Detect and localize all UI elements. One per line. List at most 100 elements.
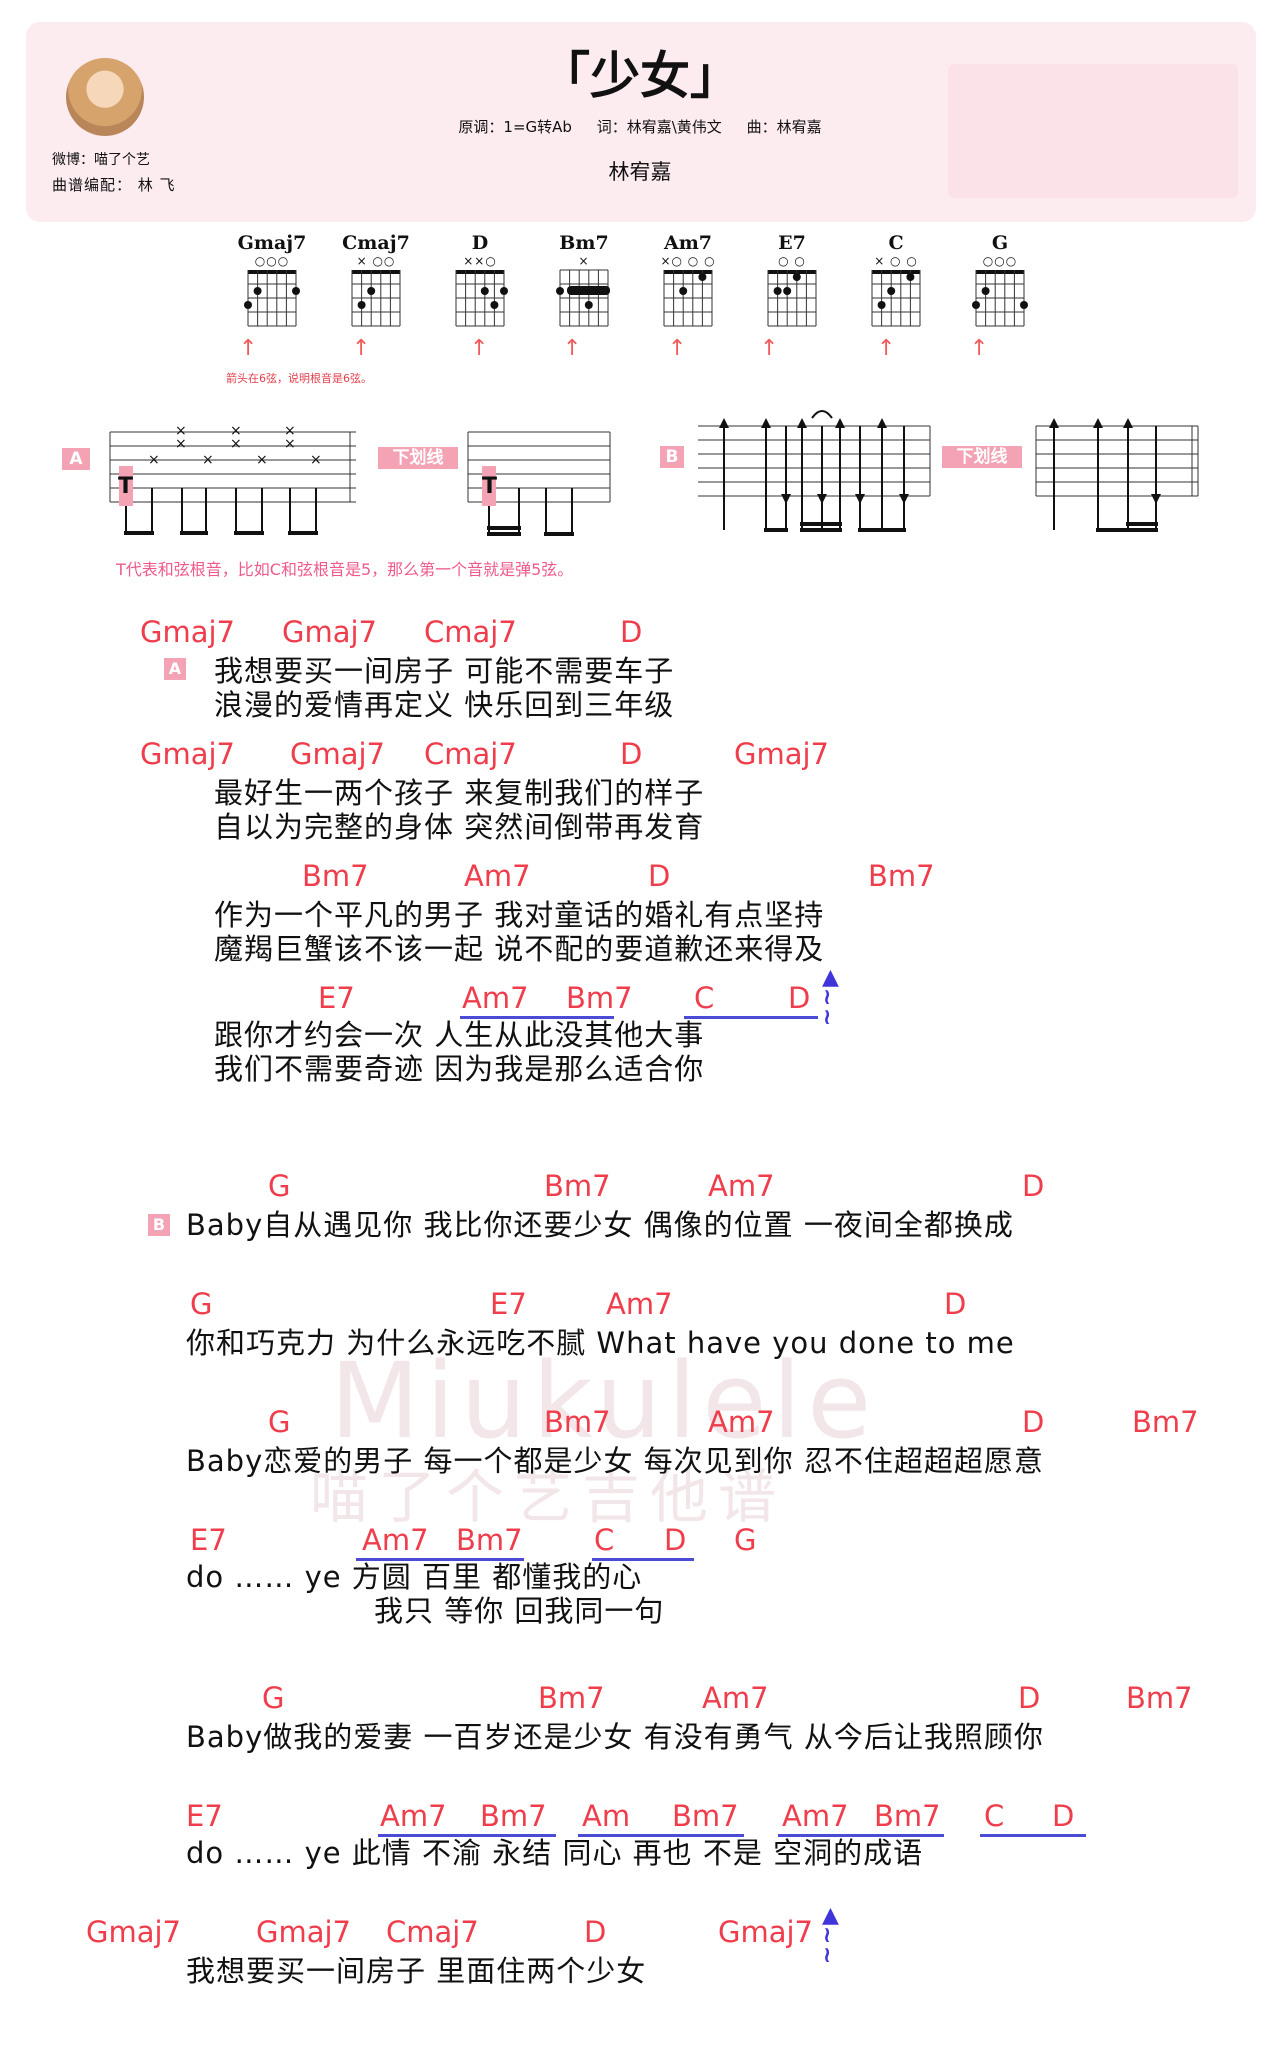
lyric-line: Baby做我的爱妻 一百岁还是少女 有没有勇气 从今后让我照顾你 bbox=[186, 1720, 1044, 1754]
roll-arrow-icon: ≀ bbox=[823, 985, 832, 1010]
chord-label: Am7 bbox=[462, 981, 529, 1015]
song-meta: 原调：1=G转Ab 词：林宥嘉\黄伟文 曲：林宥嘉 bbox=[0, 116, 1280, 137]
chord-label: C bbox=[984, 1799, 1005, 1833]
chord-label: Bm7 bbox=[538, 1681, 605, 1715]
chord-label: Gmaj7 bbox=[282, 615, 378, 649]
chord-open-marks: × bbox=[578, 254, 590, 268]
chord-underline bbox=[778, 1834, 944, 1837]
weibo-label: 微博：喵了个艺 bbox=[52, 152, 150, 168]
lyric-line: Baby自从遇见你 我比你还要少女 偶像的位置 一夜间全都换成 bbox=[186, 1208, 1014, 1242]
strum-x-mark: × bbox=[310, 452, 322, 468]
strum-x-mark: × bbox=[256, 452, 268, 468]
strum-x-mark: × bbox=[230, 423, 242, 439]
strum-tag-b: B bbox=[660, 446, 684, 468]
roll-arrow-icon: ≀ bbox=[823, 1005, 832, 1030]
chord-label: Am7 bbox=[464, 859, 531, 893]
strum-x-mark: × bbox=[175, 436, 187, 452]
fretboard-grid bbox=[871, 270, 921, 327]
lyric-line: 浪漫的爱情再定义 快乐回到三年级 bbox=[214, 688, 675, 722]
lyric-line: 最好生一两个孩子 来复制我们的样子 bbox=[214, 776, 705, 810]
chord-diagram-cmaj7: Cmaj7 × ○○ bbox=[336, 232, 416, 332]
strum-note: T代表和弦根音，比如C和弦根音是5，那么第一个音就是弹5弦。 bbox=[116, 560, 574, 579]
chord-label: G bbox=[262, 1681, 285, 1715]
chord-diagram-bm7: Bm7 × bbox=[544, 232, 624, 332]
root-arrow-icon: ↑ bbox=[563, 336, 582, 361]
strum-x-mark: × bbox=[202, 452, 214, 468]
chord-label: Gmaj7 bbox=[256, 1915, 352, 1949]
song-title: 「少女」 bbox=[540, 46, 740, 105]
chord-label: Bm7 bbox=[868, 859, 935, 893]
chord-name: E7 bbox=[778, 232, 806, 254]
roll-arrow-icon: ▲ bbox=[822, 965, 839, 990]
avatar bbox=[66, 58, 144, 136]
chord-label: Cmaj7 bbox=[424, 737, 517, 771]
chord-label: C bbox=[694, 981, 715, 1015]
strum-x-mark: × bbox=[284, 423, 296, 439]
lyric-line: 我们不需要奇迹 因为我是那么适合你 bbox=[214, 1052, 705, 1086]
chord-label: Gmaj7 bbox=[718, 1915, 814, 1949]
chord-label: Am7 bbox=[606, 1287, 673, 1321]
chord-label: G bbox=[268, 1405, 291, 1439]
chord-open-marks: ××○ bbox=[463, 254, 497, 268]
strum-pattern-underline-b bbox=[1035, 418, 1199, 532]
underline-tag-a: 下划线 bbox=[378, 447, 458, 469]
chord-label: Bm7 bbox=[1126, 1681, 1193, 1715]
fretboard-grid bbox=[972, 270, 1028, 327]
chord-label: Gmaj7 bbox=[290, 737, 386, 771]
chord-label: G bbox=[734, 1523, 757, 1557]
roll-arrow-icon: ▲ bbox=[822, 1903, 839, 1928]
root-arrow-icon: ↑ bbox=[668, 336, 687, 361]
chord-name: G bbox=[991, 232, 1009, 254]
root-arrow-icon: ↑ bbox=[760, 336, 779, 361]
chord-label: D bbox=[788, 981, 811, 1015]
chord-label: Am bbox=[582, 1799, 631, 1833]
chord-label: Bm7 bbox=[544, 1405, 611, 1439]
chord-underline bbox=[684, 1016, 818, 1019]
section-tag-b: B bbox=[148, 1214, 170, 1236]
strum-x-mark: × bbox=[175, 423, 187, 439]
strum-x-mark: × bbox=[230, 436, 242, 452]
chord-underline bbox=[578, 1834, 744, 1837]
chord-label: Bm7 bbox=[874, 1799, 941, 1833]
chord-name: Cmaj7 bbox=[342, 232, 410, 254]
chord-label: Gmaj7 bbox=[140, 615, 236, 649]
chord-label: Bm7 bbox=[456, 1523, 523, 1557]
root-arrow-icon: ↑ bbox=[352, 336, 371, 361]
chord-underline bbox=[460, 1016, 614, 1019]
chord-label: Bm7 bbox=[672, 1799, 739, 1833]
chord-label: Gmaj7 bbox=[86, 1915, 182, 1949]
chord-diagram-c: C × ○ ○ bbox=[856, 232, 936, 332]
chord-label: D bbox=[944, 1287, 967, 1321]
lyric-line: 我想要买一间房子 可能不需要车子 bbox=[214, 654, 675, 688]
chord-label: Am7 bbox=[782, 1799, 849, 1833]
chord-name: Gmaj7 bbox=[237, 232, 307, 254]
arrow-note: 箭头在6弦，说明根音是6弦。 bbox=[226, 372, 372, 385]
chord-label: D bbox=[1022, 1405, 1045, 1439]
chord-label: Gmaj7 bbox=[140, 737, 236, 771]
fretboard-grid bbox=[556, 269, 610, 327]
chord-name: D bbox=[471, 232, 489, 254]
lyric-line: 我想要买一间房子 里面住两个少女 bbox=[186, 1954, 647, 1988]
underline-tag-b: 下划线 bbox=[942, 446, 1022, 468]
fretboard-grid bbox=[767, 270, 817, 327]
chord-open-marks: ×○ ○ ○ bbox=[660, 254, 716, 268]
lyric-line: 我只 等你 回我同一句 bbox=[374, 1594, 665, 1628]
chord-label: G bbox=[268, 1169, 291, 1203]
strum-pattern-a bbox=[109, 431, 356, 535]
lyric-line: Baby恋爱的男子 每一个都是少女 每次见到你 忍不住超超超愿意 bbox=[186, 1444, 1044, 1478]
chord-diagram-gmaj7: Gmaj7 ○○○ bbox=[232, 232, 312, 332]
roll-arrow-icon: ≀ bbox=[823, 1923, 832, 1948]
chord-label: D bbox=[1052, 1799, 1075, 1833]
chord-label: C bbox=[594, 1523, 615, 1557]
chord-label: D bbox=[1018, 1681, 1041, 1715]
chord-label: Bm7 bbox=[302, 859, 369, 893]
fretboard-grid bbox=[455, 270, 508, 327]
root-arrow-icon: ↑ bbox=[970, 336, 989, 361]
chord-label: D bbox=[664, 1523, 687, 1557]
fretboard-grid bbox=[663, 270, 713, 327]
chord-open-marks: ○○○ bbox=[982, 254, 1018, 268]
strum-pattern-b bbox=[698, 410, 931, 532]
lyric-line: 你和巧克力 为什么永远吃不腻 What have you done to me bbox=[186, 1326, 1015, 1360]
chord-label: Bm7 bbox=[1132, 1405, 1199, 1439]
chord-diagram-g: G ○○○ bbox=[960, 232, 1040, 332]
